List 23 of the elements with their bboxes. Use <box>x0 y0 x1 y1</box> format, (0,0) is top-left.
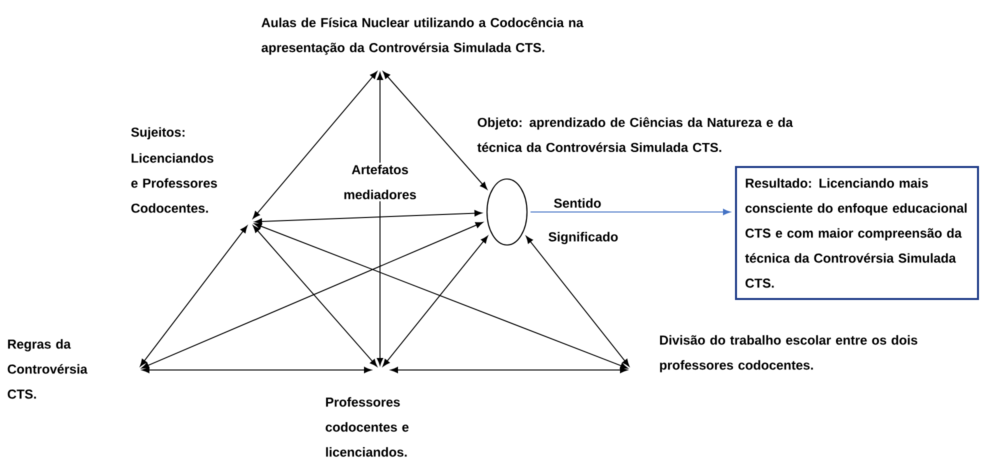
text-label: Artefatos mediadores <box>333 162 427 202</box>
arrow <box>382 236 488 367</box>
arrow <box>254 223 628 369</box>
result-box: Resultado: Licenciando mais consciente do enfoque educacional CTS e com maior compreensão da técnica da Controvérsia Simulada CTS. <box>735 166 979 300</box>
arrow <box>252 71 378 219</box>
edge-label: Sentido <box>554 198 601 208</box>
arrow <box>390 366 628 374</box>
vertex-label: Professores codocentes e licenciandos. <box>326 397 409 457</box>
arrow <box>142 366 372 374</box>
arrow <box>254 210 482 225</box>
vertex-label: Sujeitos: Licenciandos e Professores Codocentes. <box>131 127 217 213</box>
arrow <box>140 225 248 367</box>
arrow <box>530 208 730 216</box>
vertex-label: Divisão do trabalho escolar entre os dois professores codocentes. <box>660 335 918 372</box>
arrow <box>382 71 488 190</box>
vertex-label: Aulas de Física Nuclear utilizando a Codocência na apresentação da Controvérsia Simulada CTS. <box>262 17 584 55</box>
ellipse-shape <box>486 178 528 246</box>
arrow <box>252 225 378 367</box>
text-label: Significado <box>548 232 618 244</box>
vertex-label: Regras da Controvérsia CTS. <box>8 339 88 399</box>
arrow <box>526 236 630 367</box>
vertex-label: Objeto: aprendizado de Ciências da Natureza e da técnica da Controvérsia Simulada CTS. <box>477 117 793 152</box>
arrow <box>142 222 484 369</box>
